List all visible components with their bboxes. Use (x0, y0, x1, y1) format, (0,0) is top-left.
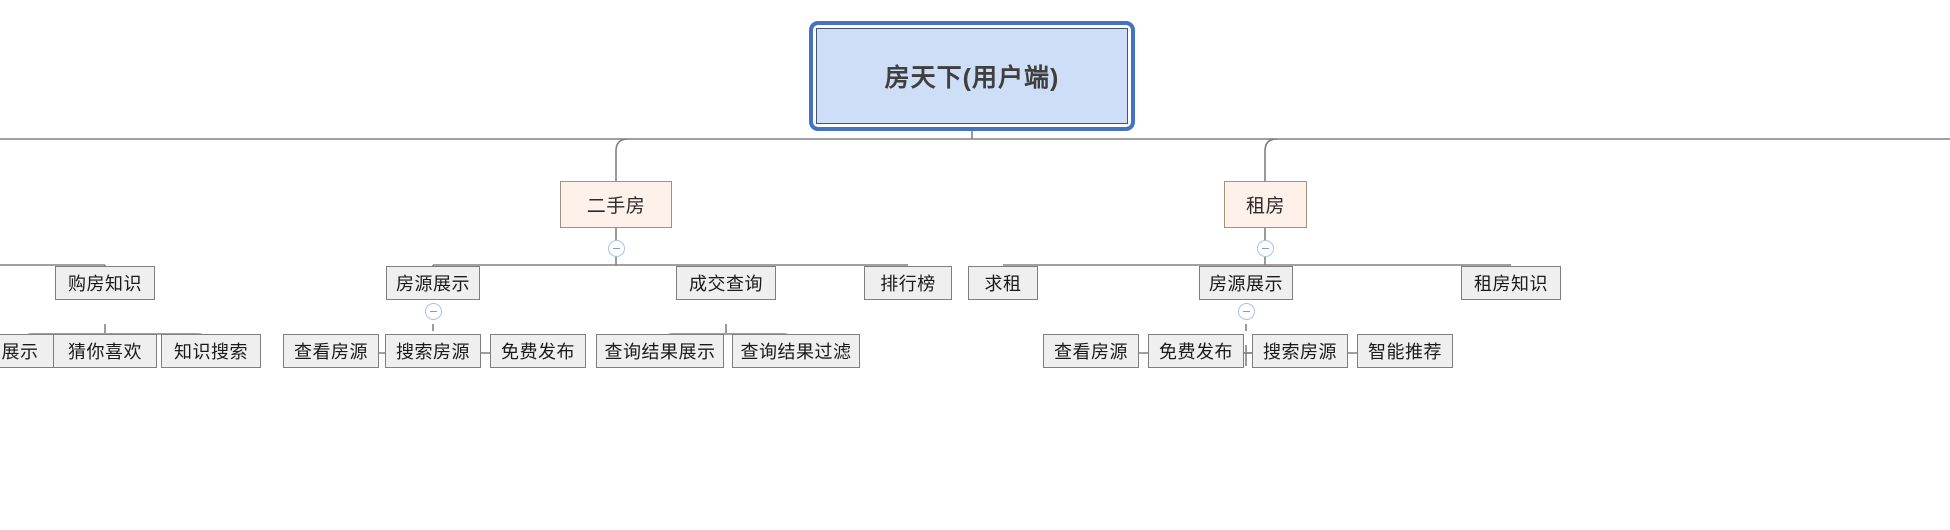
node-label: 二手房 (586, 196, 646, 217)
node-sousuofangyuan-ershoufang[interactable]: 搜索房源 (385, 334, 481, 368)
node-label: 查询结果展示 (604, 342, 716, 362)
node-label: 搜索房源 (1263, 342, 1337, 362)
node-chaxunjieguoguolv[interactable]: 查询结果过滤 (732, 334, 860, 368)
node-label: 房源展示 (1209, 274, 1283, 294)
node-label: 展示 (1, 342, 39, 362)
node-cainixihuan[interactable]: 猜你喜欢 (53, 334, 157, 368)
node-label: 智能推荐 (1368, 342, 1442, 362)
node-label: 免费发布 (1159, 342, 1233, 362)
collapse-toggle-zufang[interactable] (1256, 240, 1274, 257)
node-chakanfangyuan-zufang[interactable]: 查看房源 (1043, 334, 1139, 368)
node-fangyuanzhanshi-ershoufang[interactable]: 房源展示 (386, 266, 480, 300)
node-chaxunjieguozhanshi[interactable]: 查询结果展示 (596, 334, 724, 368)
node-zufangzhishi[interactable]: 租房知识 (1461, 266, 1561, 300)
node-label: 购房知识 (68, 274, 142, 294)
node-label: 猜你喜欢 (68, 342, 142, 362)
node-ershoufang[interactable]: 二手房 (560, 181, 672, 228)
node-label: 查看房源 (294, 342, 368, 362)
collapse-toggle-ershoufang[interactable] (607, 240, 625, 257)
minus-icon (612, 247, 620, 250)
node-goufangzhishi[interactable]: 购房知识 (55, 266, 155, 300)
node-label: 查看房源 (1054, 342, 1128, 362)
node-fangyuanzhanshi-zufang[interactable]: 房源展示 (1199, 266, 1293, 300)
node-label: 搜索房源 (396, 342, 470, 362)
node-label: 成交查询 (689, 274, 763, 294)
node-zhishisousuo[interactable]: 知识搜索 (161, 334, 261, 368)
node-label: 排行榜 (880, 274, 936, 294)
node-label: 知识搜索 (174, 342, 248, 362)
root-node-label: 房天下(用户端) (816, 28, 1128, 124)
node-label: 租房 (1245, 196, 1285, 217)
node-paihangbang[interactable]: 排行榜 (864, 266, 952, 300)
node-mianfeifabu-ershoufang[interactable]: 免费发布 (490, 334, 586, 368)
node-sousuofangyuan-zufang[interactable]: 搜索房源 (1252, 334, 1348, 368)
node-mianfeifabu-zufang[interactable]: 免费发布 (1148, 334, 1244, 368)
collapse-toggle-fangyuanzhanshi-ershoufang[interactable] (424, 303, 442, 320)
node-label: 租房知识 (1474, 274, 1548, 294)
node-label: 查询结果过滤 (740, 342, 852, 362)
minus-icon (1261, 247, 1269, 250)
minus-icon (429, 310, 437, 313)
node-chakanfangyuan-ershoufang[interactable]: 查看房源 (283, 334, 379, 368)
node-qiuzu[interactable]: 求租 (968, 266, 1038, 300)
node-label: 免费发布 (501, 342, 575, 362)
collapse-toggle-fangyuanzhanshi-zufang[interactable] (1237, 303, 1255, 320)
node-zhinengtuijian[interactable]: 智能推荐 (1357, 334, 1453, 368)
node-zufang[interactable]: 租房 (1224, 181, 1307, 228)
node-label: 求租 (984, 274, 1022, 294)
node-label: 房源展示 (396, 274, 470, 294)
minus-icon (1242, 310, 1250, 313)
node-chengjiaochaxun[interactable]: 成交查询 (676, 266, 776, 300)
root-node-selection-frame[interactable]: 房天下(用户端) (809, 21, 1135, 131)
